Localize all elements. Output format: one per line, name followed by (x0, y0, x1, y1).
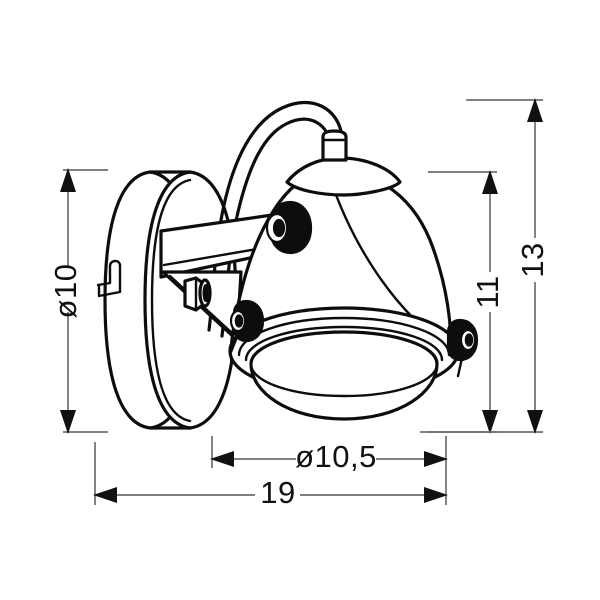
dome-cap-assembly (285, 129, 402, 197)
arrow-down (527, 410, 543, 434)
keyhole-slot (96, 259, 122, 298)
dim-label-plate-diameter: ø10 (48, 264, 83, 319)
rim-inner-lower (244, 325, 444, 362)
dim-label-height-inner: 11 (470, 275, 505, 308)
plate-rim-inner-edge (150, 178, 192, 423)
arm-pivot-knob (265, 200, 313, 255)
dimension-projection: 19 (93, 442, 448, 510)
dim-label-projection: 19 (260, 475, 295, 510)
arrow-down (60, 410, 76, 434)
arrow-up (527, 98, 543, 122)
arrow-up (482, 170, 498, 194)
right-knob-stem (456, 356, 464, 378)
left-knob-stem (229, 335, 239, 354)
left-adjust-knob (229, 299, 265, 343)
right-adjust-knob (446, 318, 479, 362)
arrow-down (482, 410, 498, 434)
glass-diffuser (249, 330, 439, 421)
arrow-right (424, 487, 448, 503)
dimension-head-diameter: ø10,5 (210, 436, 448, 505)
dimension-plate-diameter: ø10 (48, 168, 108, 434)
cable-collar (321, 129, 348, 162)
arrow-left (93, 487, 117, 503)
arrow-up (60, 168, 76, 192)
dim-label-head-diameter: ø10,5 (295, 439, 377, 474)
arm-knob-center (272, 218, 286, 238)
arrow-right (424, 451, 448, 467)
hex-nut-bolt (202, 283, 210, 303)
left-knob-center (234, 314, 244, 328)
dim-label-height-outer: 13 (515, 242, 550, 277)
hex-nut (183, 276, 212, 312)
right-knob-center (464, 333, 474, 347)
arrow-left (210, 451, 234, 467)
glass-equator (249, 362, 439, 398)
dimension-height-outer: 13 (420, 98, 550, 434)
